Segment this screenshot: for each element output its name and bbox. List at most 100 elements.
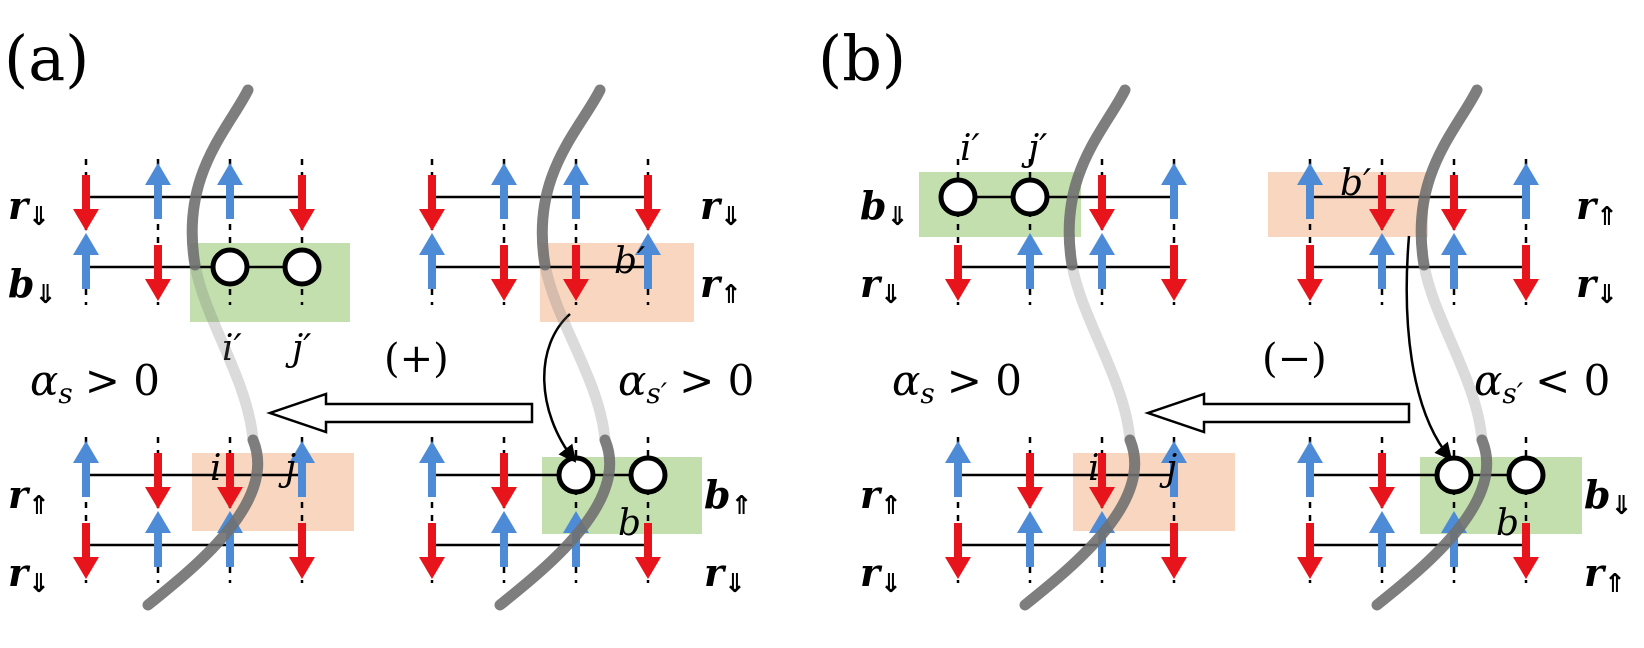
- spin-up-icon: [419, 233, 445, 289]
- panel-b-label: (b): [818, 22, 906, 95]
- hole-site: [1506, 455, 1546, 495]
- panel-b: (b) b⇓ r⇓ r⇑ r⇓ r⇑ r⇓ b⇓ r⇑ i′ j′ b′ i j…: [818, 22, 1632, 599]
- spin-up-icon: [563, 163, 589, 219]
- row-label-a-bl-top: r⇑: [8, 472, 50, 521]
- row-label-b-tr-top: r⇑: [1576, 183, 1618, 232]
- spin-down-icon: [289, 175, 315, 231]
- domain-wall-b1: [1019, 84, 1141, 611]
- row-label-a-tr-bot: r⇑: [700, 261, 742, 310]
- lattice-a-bottom-right: [419, 437, 668, 583]
- spin-up-icon: [289, 441, 315, 497]
- spin-down-icon: [1513, 523, 1539, 579]
- spin-down-icon: [419, 175, 445, 231]
- lattice-b-top-right: [1297, 159, 1539, 305]
- sign-label-b: (−): [1262, 336, 1327, 382]
- spin-down-icon: [945, 523, 971, 579]
- spin-down-icon: [73, 523, 99, 579]
- row-label-b-tl-top: b⇓: [860, 183, 908, 232]
- spin-up-icon: [1161, 441, 1187, 497]
- row-label-a-tl-bot: b⇓: [8, 261, 56, 310]
- row-label-b-br-top: b⇓: [1584, 472, 1632, 521]
- row-label-b-tr-bot: r⇓: [1576, 261, 1618, 310]
- spin-down-icon: [1161, 245, 1187, 301]
- spin-up-icon: [1369, 233, 1395, 289]
- domain-wall-b2: [1371, 84, 1493, 611]
- lattice-a-bottom-left: [73, 437, 315, 583]
- site-label-b-a: b: [618, 503, 641, 544]
- row-label-b-tl-bot: r⇓: [860, 261, 902, 310]
- transfer-arrow-a: [543, 313, 577, 463]
- row-label-a-br-top: b⇑: [704, 472, 752, 521]
- spin-down-icon: [1089, 453, 1115, 509]
- spin-up-icon: [145, 163, 171, 219]
- alpha-s-prime-label-b: αs′< 0: [1474, 356, 1610, 410]
- spin-down-icon: [945, 245, 971, 301]
- spin-down-icon: [1369, 453, 1395, 509]
- row-label-a-br-bot: r⇓: [704, 550, 746, 599]
- spin-up-icon: [1089, 233, 1115, 289]
- hole-site: [938, 177, 978, 217]
- row-label-a-tr-top: r⇓: [700, 183, 742, 232]
- row-label-b-bl-bot: r⇓: [860, 550, 902, 599]
- alpha-s-prime-label-a: αs′> 0: [618, 356, 754, 410]
- site-label-b-b: b: [1496, 503, 1519, 544]
- lattice-a-top-right: [419, 159, 661, 305]
- spin-up-icon: [419, 441, 445, 497]
- spin-up-icon: [1441, 233, 1467, 289]
- spin-down-icon: [289, 523, 315, 579]
- spin-down-icon: [491, 453, 517, 509]
- spin-up-icon: [1369, 511, 1395, 567]
- site-label-j-prime-b: j′: [1021, 128, 1047, 169]
- site-label-j-prime-a: j′: [285, 328, 311, 369]
- spin-down-icon: [1017, 453, 1043, 509]
- spin-up-icon: [1017, 233, 1043, 289]
- site-label-i-a: i: [210, 448, 222, 489]
- spin-up-icon: [73, 233, 99, 289]
- spin-up-icon: [1297, 441, 1323, 497]
- site-label-b-prime-a: b′: [614, 241, 645, 282]
- site-label-b-prime-b: b′: [1340, 163, 1371, 204]
- hole-site: [282, 247, 322, 287]
- row-label-b-br-bot: r⇑: [1584, 550, 1626, 599]
- panel-a-label: (a): [4, 22, 89, 95]
- orange-box-bl: [192, 453, 354, 531]
- row-label-a-bl-bot: r⇓: [8, 550, 50, 599]
- spin-down-icon: [1297, 523, 1323, 579]
- spin-down-icon: [1369, 175, 1395, 231]
- spin-down-icon: [73, 175, 99, 231]
- spin-down-icon: [145, 453, 171, 509]
- hole-site: [210, 247, 250, 287]
- spin-up-icon: [945, 441, 971, 497]
- hollow-arrow-a: [266, 392, 534, 434]
- spin-up-icon: [217, 163, 243, 219]
- spin-up-icon: [73, 441, 99, 497]
- spin-down-icon: [1161, 523, 1187, 579]
- spin-down-icon: [419, 523, 445, 579]
- site-label-i-prime-a: i′: [222, 328, 242, 369]
- spin-down-icon: [563, 245, 589, 301]
- domain-walls: [142, 84, 1493, 611]
- orange-box-tr-b: [1268, 172, 1428, 237]
- hole-site: [1434, 455, 1474, 495]
- spin-down-icon: [1513, 245, 1539, 301]
- spin-down-icon: [1441, 175, 1467, 231]
- spin-down-icon: [1089, 175, 1115, 231]
- panel-a: (a) r⇓ b⇓ r⇓ r⇑ r⇑ r⇓ b⇑ r⇓ i′ j′ b′ i j…: [4, 22, 754, 599]
- transfer-arrow-b: [1405, 235, 1453, 461]
- spin-down-icon: [635, 523, 661, 579]
- sign-label-a: (+): [384, 336, 449, 382]
- alpha-s-label-a: αs> 0: [30, 356, 160, 410]
- site-label-i-b: i: [1088, 448, 1100, 489]
- row-label-a-tl-top: r⇓: [8, 183, 50, 232]
- spin-down-icon: [635, 175, 661, 231]
- lattice-b-bottom-left: [945, 437, 1187, 583]
- row-label-b-bl-top: r⇑: [860, 472, 902, 521]
- spin-down-icon: [1297, 245, 1323, 301]
- spin-up-icon: [1161, 163, 1187, 219]
- spin-down-icon: [145, 245, 171, 301]
- spin-up-icon: [491, 163, 517, 219]
- hole-site: [1010, 177, 1050, 217]
- spin-down-icon: [491, 245, 517, 301]
- hole-site: [628, 455, 668, 495]
